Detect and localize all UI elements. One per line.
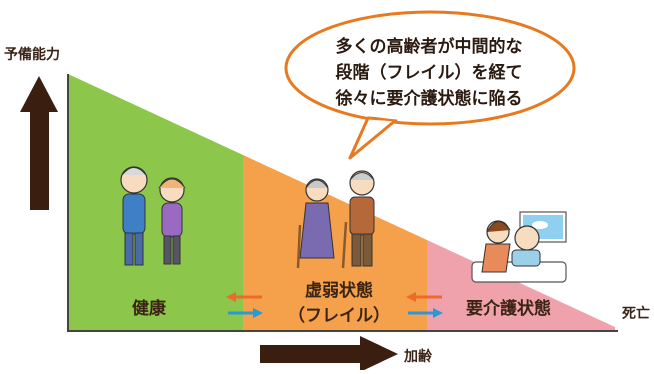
speech-bubble: [284, 10, 576, 160]
healthy-couple-illustration: [120, 166, 186, 266]
care-illustration: [471, 211, 567, 283]
stage-label-care: 要介護状態: [466, 299, 551, 319]
bubble-line-3: 徐々に要介護状態に陥る: [335, 89, 523, 109]
speech-bubble-text: 多くの高齢者が中間的な 段階（フレイル）を経て 徐々に要介護状態に陥る: [318, 34, 540, 112]
horizontal-arrow-icon: [260, 336, 398, 372]
left-transition-arrows: [226, 292, 263, 318]
y-axis-label: 予備能力: [4, 47, 60, 63]
stage-label-frail-line1: 虚弱状態: [305, 281, 373, 301]
right-transition-arrows: [406, 292, 443, 318]
healthy-region: [68, 74, 243, 330]
frail-couple-illustration: [296, 170, 375, 269]
bubble-line-1: 多くの高齢者が中間的な: [335, 37, 523, 57]
x-axis-label: 加齢: [404, 349, 432, 365]
bubble-line-2: 段階（フレイル）を経て: [335, 63, 523, 83]
frail-region: [243, 155, 427, 330]
stage-label-frail-line2: （フレイル）: [288, 306, 390, 326]
stage-label-frail: 虚弱状態 （フレイル）: [274, 276, 404, 326]
end-label: 死亡: [622, 306, 650, 322]
vertical-arrow-icon: [20, 76, 58, 210]
stage-label-healthy: 健康: [132, 299, 166, 319]
